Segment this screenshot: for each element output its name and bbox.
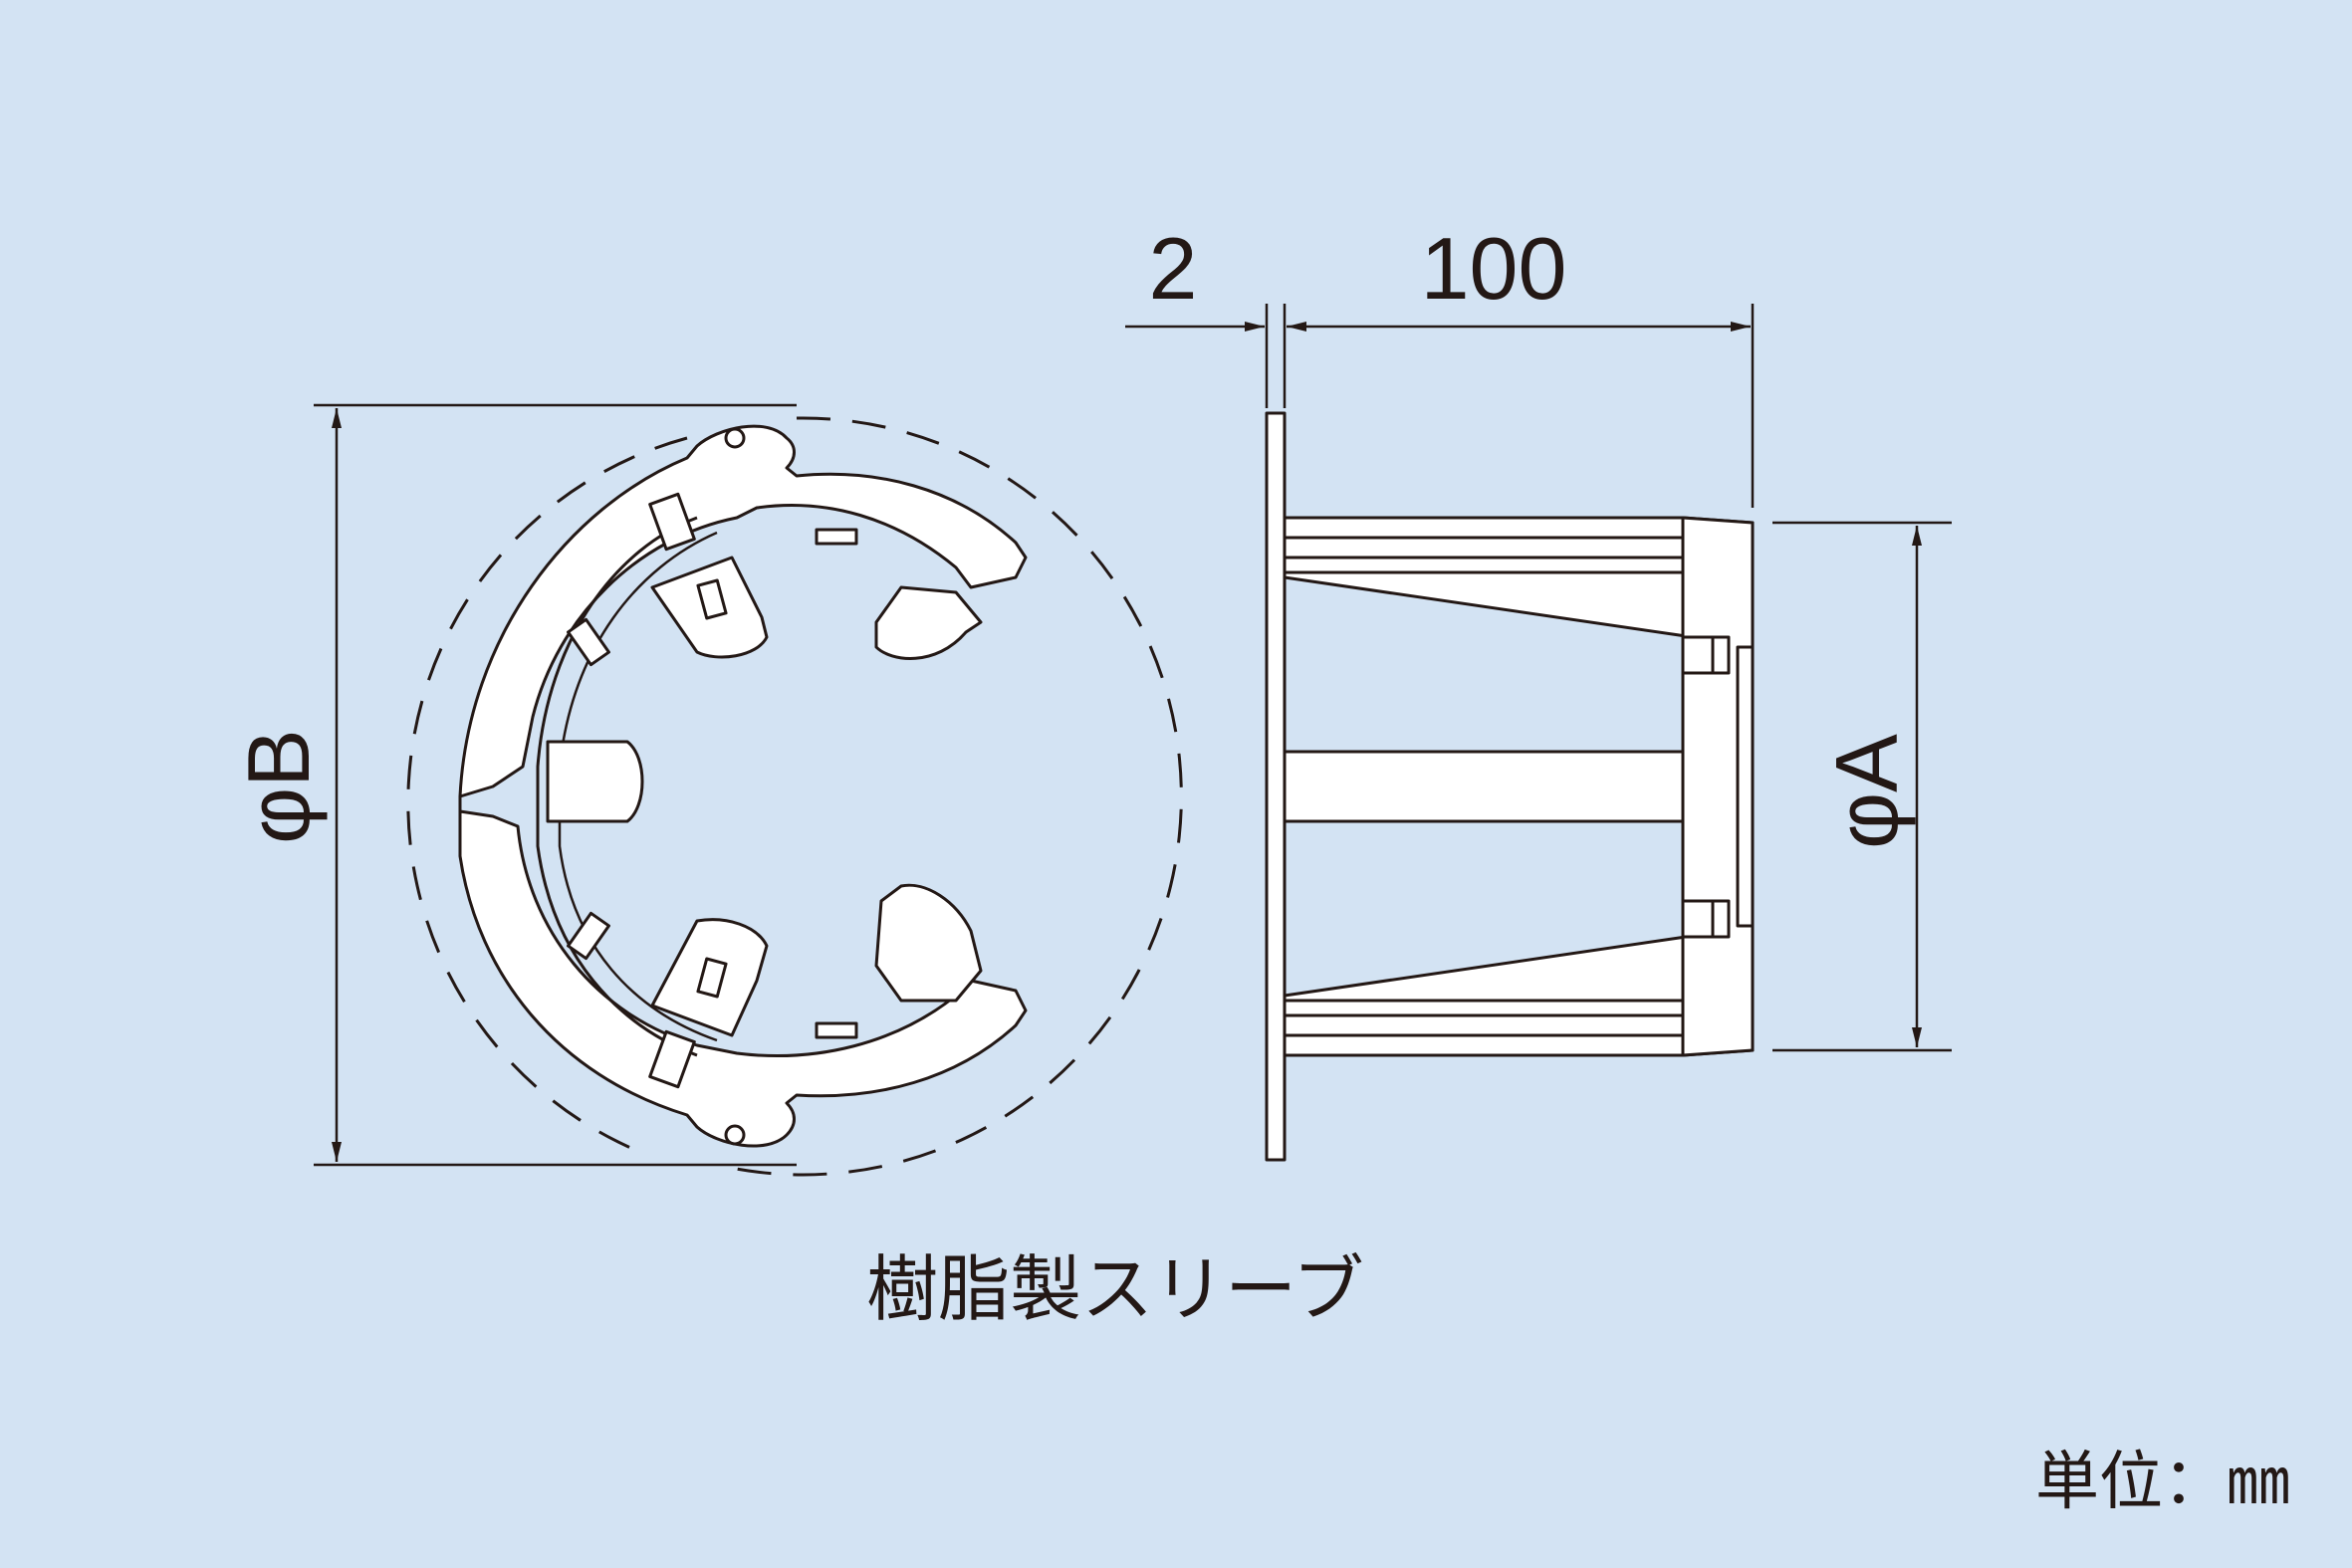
bolt-hole-top [724, 427, 746, 449]
clamp-finger-top-left [650, 556, 769, 659]
front-view [406, 416, 1183, 1177]
end-clips [1681, 635, 1755, 939]
clamp-finger-bottom-right [874, 883, 983, 1003]
bolt-hole-bottom [724, 1124, 746, 1146]
clamp-finger-top-right [874, 585, 983, 660]
ring-body [458, 424, 1028, 1148]
dimension-flange-thickness: 2 [1125, 219, 1287, 408]
flange-thickness-label: 2 [1149, 219, 1198, 318]
dimension-phi-b: φB [229, 403, 797, 1167]
clamp-finger-left [546, 740, 644, 823]
clamp-finger-bottom-left [650, 918, 769, 1037]
caption: 樹脂製スリーブ [866, 1247, 1364, 1331]
unit-label: 単位：㎜ [2035, 1446, 2290, 1519]
outer-dashed-circle [406, 416, 1183, 1177]
phi-a-label: φA [1817, 734, 1916, 849]
inner-ring-line [536, 516, 698, 1057]
phi-b-label: φB [229, 729, 328, 844]
ring-clip-details [567, 492, 858, 1089]
dimension-phi-a: φA [1772, 521, 1952, 1052]
sleeve-length-label: 100 [1421, 219, 1567, 318]
side-view [1265, 411, 1755, 1162]
dimension-sleeve-length: 100 [1287, 219, 1755, 508]
flange-plate [1265, 411, 1287, 1162]
